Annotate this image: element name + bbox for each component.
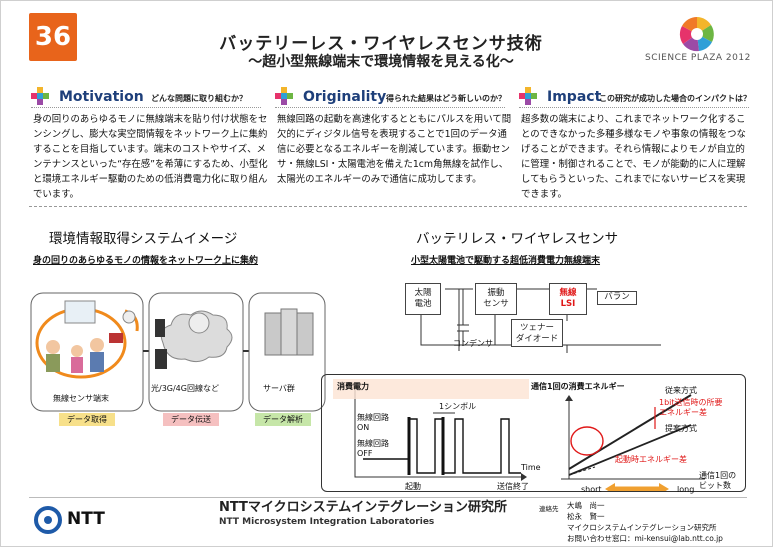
terminal-label: 無線センサ端末: [53, 394, 109, 403]
section-separator: [29, 206, 747, 207]
impact-body: 超多数の端末により、これまでネットワーク化することのできなかった多種多様なモノや…: [521, 114, 746, 200]
originality-pixel-icon: [275, 87, 293, 105]
system-image-caption: 身の回りのあらゆるモノの情報をネットワーク上に集約: [33, 256, 259, 266]
originality-question: 得られた結果はどう新しいのか？: [386, 94, 506, 103]
capacitor-label: コンデンサ: [453, 339, 493, 348]
science-plaza-logo-text: SCIENCE PLAZA 2012: [645, 53, 751, 63]
long-label: long: [677, 485, 695, 494]
time-label: Time: [521, 463, 541, 472]
ntt-logo-icon: [34, 506, 62, 534]
symbol-label: 1シンボル: [439, 402, 477, 411]
contact-lab: マイクロシステムインテグレーション研究所: [567, 523, 717, 532]
poster-title: バッテリーレス・ワイヤレスセンサ技術: [219, 34, 543, 54]
vibration-sensor-block: 振動 センサ: [475, 283, 517, 315]
zener-diode-block: ツェナー ダイオード: [511, 319, 563, 347]
proposed-label: 提案方式: [665, 424, 697, 433]
wireless-lsi-block: 無線 LSI: [549, 283, 587, 315]
batteryless-caption: 小型太陽電池で駆動する超低消費電力無線端末: [411, 256, 601, 266]
science-plaza-logo-icon: [679, 17, 714, 52]
motivation-divider: [31, 107, 261, 108]
contact-email[interactable]: お問い合わせ窓口：mi-kensui@lab.ntt.co.jp: [567, 534, 723, 543]
impact-question: この研究が成功した場合のインパクトは？: [599, 94, 751, 103]
tag-data-transfer: データ伝送: [163, 413, 219, 426]
cloud-icon: [160, 310, 233, 363]
bit-count-axis-label: 通信1回の ビット数: [699, 471, 737, 490]
system-image-title: 環境情報取得システムイメージ: [49, 231, 238, 247]
batteryless-title: バッテリレス・ワイヤレスセンサ: [416, 231, 619, 247]
system-image-illustration: [30, 292, 326, 412]
bit-energy-diff-label: 1bit送信時の所要 エネルギー差: [659, 398, 723, 417]
circuit-diagram: [420, 288, 661, 353]
graphs-drawing: [333, 379, 705, 491]
impact-pixel-icon: [519, 87, 537, 105]
ntt-logo-text: NTT: [67, 509, 105, 529]
lab-name: NTTマイクロシステムインテグレーション研究所: [219, 500, 508, 515]
motivation-body: 身の回りのあらゆるモノに無線端末を貼り付け状態をセンシングし、膨大な実空間情報を…: [33, 114, 268, 200]
balun-block: バラン: [597, 291, 637, 305]
graphs-frame: [321, 374, 746, 492]
energy-graph-title: 通信1回の消費エネルギー: [531, 382, 625, 391]
impact-divider: [519, 107, 749, 108]
originality-heading: Originality: [303, 89, 387, 105]
tag-data-analyze: データ解析: [255, 413, 311, 426]
start-label: 起動: [405, 482, 421, 491]
motivation-heading: Motivation: [59, 89, 144, 105]
solar-cell-block: 太陽 電池: [405, 283, 441, 315]
motivation-question: どんな問題に取り組むか？: [151, 94, 247, 103]
on-label: 無線回路 ON: [357, 413, 389, 432]
lab-name-en: NTT Microsystem Integration Laboratories: [219, 517, 435, 527]
short-label: short: [581, 485, 602, 494]
tag-data-acquire: データ取得: [59, 413, 115, 426]
conventional-label: 従来方式: [665, 386, 697, 395]
startup-diff-label: 起動時エネルギー差: [615, 455, 687, 464]
originality-body: 無線回路の起動を高速化するとともにパルスを用いて間欠的にディジタル信号を表現する…: [277, 114, 512, 185]
power-graph-title: 消費電力: [337, 382, 369, 391]
footer-divider: [29, 497, 747, 498]
end-label: 送信終了: [497, 482, 529, 491]
servers-label: サーバ群: [263, 384, 295, 393]
network-label: 光/3G/4G回線など: [151, 384, 219, 393]
poster-subtitle: 〜超小型無線端末で環境情報を見える化〜: [248, 54, 514, 70]
originality-divider: [275, 107, 505, 108]
contact-person-1: 大嶋 尚一: [567, 501, 605, 510]
off-label: 無線回路 OFF: [357, 439, 389, 458]
motivation-pixel-icon: [31, 87, 49, 105]
contact-prefix: 連絡先: [539, 505, 559, 513]
poster-number: 36: [29, 13, 77, 61]
impact-heading: Impact: [547, 89, 602, 105]
contact-person-2: 松永 賢一: [567, 512, 605, 521]
